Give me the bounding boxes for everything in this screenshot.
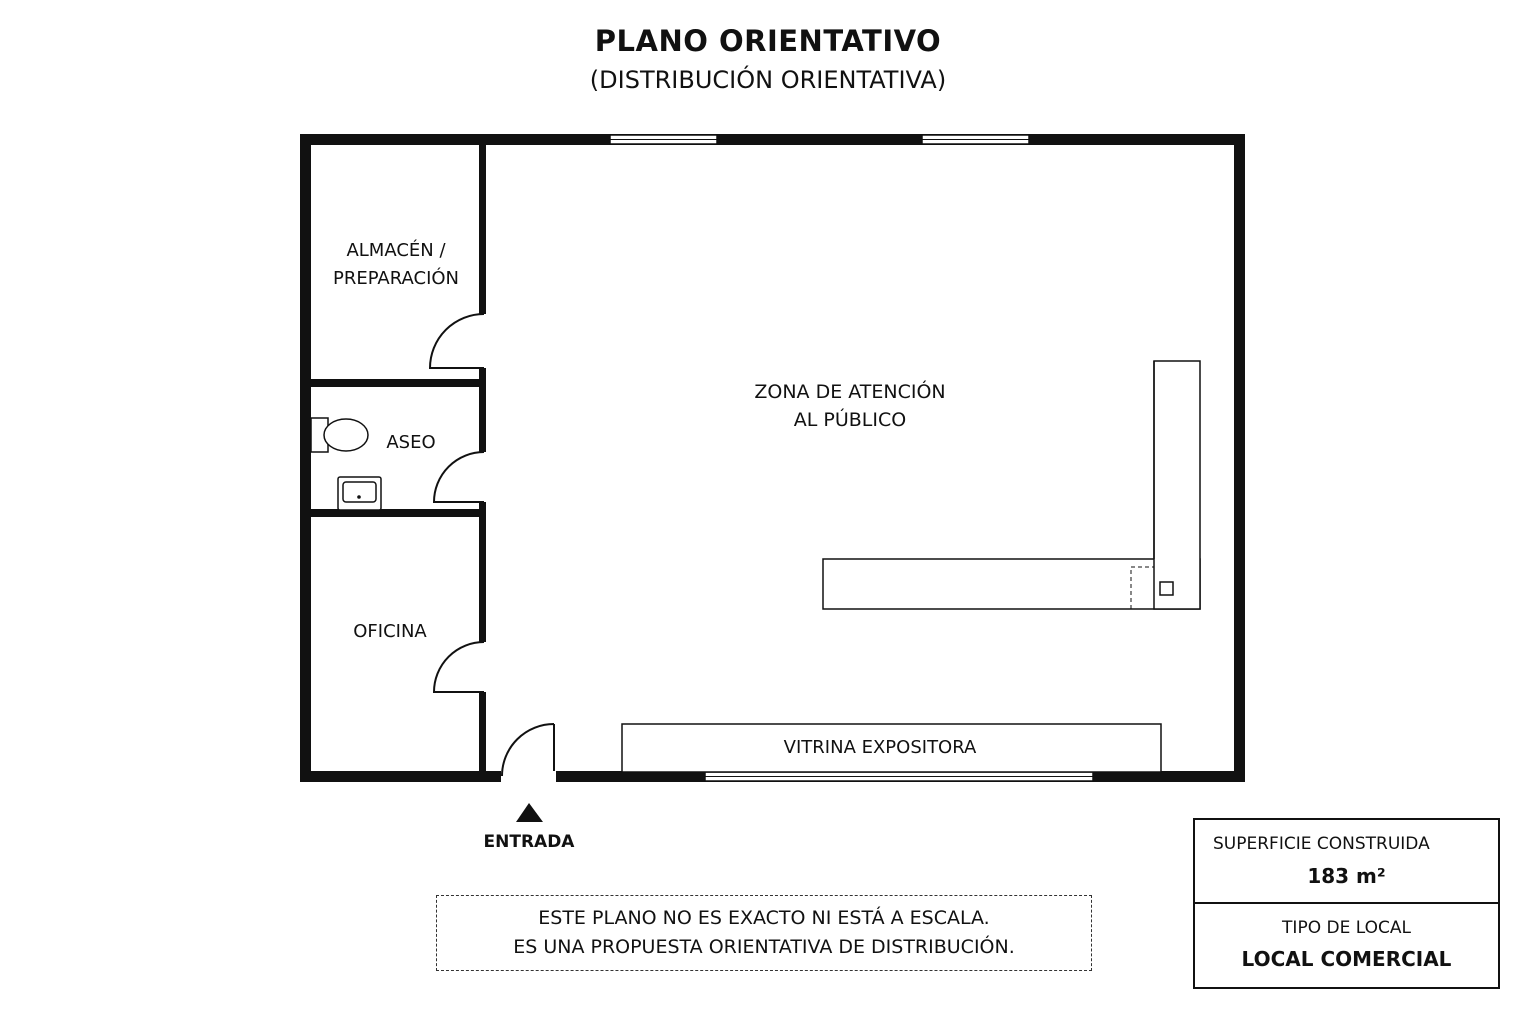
wall-right bbox=[1234, 134, 1245, 782]
display-case-label: VITRINA EXPOSITORA bbox=[783, 737, 977, 758]
entrance-label: ENTRADA bbox=[483, 832, 575, 852]
info-box: SUPERFICIE CONSTRUIDA 183 m² TIPO DE LOC… bbox=[1193, 818, 1500, 989]
room-label-office: OFICINA bbox=[353, 621, 427, 642]
page-title: PLANO ORIENTATIVO bbox=[594, 24, 942, 58]
room-label-public-area: ZONA DE ATENCIÓN AL PÚBLICO bbox=[754, 381, 946, 431]
type-value: LOCAL COMERCIAL bbox=[1241, 947, 1452, 971]
area-value: 183 m² bbox=[1307, 864, 1386, 888]
page-subtitle: (DISTRIBUCIÓN ORIENTATIVA) bbox=[589, 66, 947, 94]
wall-left bbox=[300, 134, 311, 782]
room-label-storage: ALMACÉN / PREPARACIÓN bbox=[332, 240, 460, 289]
wall-top bbox=[300, 134, 1245, 145]
wall-bottom-left bbox=[300, 771, 501, 782]
sink-basin bbox=[342, 481, 377, 503]
partition-1 bbox=[479, 134, 486, 314]
area-label: SUPERFICIE CONSTRUIDA bbox=[1213, 834, 1430, 854]
partition-3 bbox=[479, 502, 486, 642]
partition-4 bbox=[479, 692, 486, 772]
disclaimer-box: ESTE PLANO NO ES EXACTO NI ESTÁ A ESCALA… bbox=[436, 895, 1092, 971]
display-case bbox=[621, 723, 1162, 773]
counter-horizontal bbox=[822, 558, 1201, 610]
type-label: TIPO DE LOCAL bbox=[1282, 918, 1411, 938]
partition-2 bbox=[479, 368, 486, 452]
entrance-arrow-icon bbox=[516, 803, 543, 822]
divider-storage-toilet bbox=[300, 379, 486, 387]
room-label-toilet: ASEO bbox=[386, 432, 436, 453]
disclaimer-line-1: ESTE PLANO NO ES EXACTO NI ESTÁ A ESCALA… bbox=[538, 907, 990, 929]
door-toilet bbox=[432, 451, 485, 503]
toilet-bowl bbox=[323, 418, 369, 452]
counter-register bbox=[1159, 581, 1174, 596]
divider-toilet-office bbox=[300, 509, 486, 517]
door-storage bbox=[428, 313, 485, 369]
info-area-cell: SUPERFICIE CONSTRUIDA 183 m² bbox=[1195, 820, 1498, 902]
disclaimer-line-2: ES UNA PROPUESTA ORIENTATIVA DE DISTRIBU… bbox=[513, 936, 1015, 958]
door-entrance bbox=[501, 723, 555, 777]
door-office bbox=[432, 641, 485, 693]
info-type-cell: TIPO DE LOCAL LOCAL COMERCIAL bbox=[1195, 902, 1498, 989]
